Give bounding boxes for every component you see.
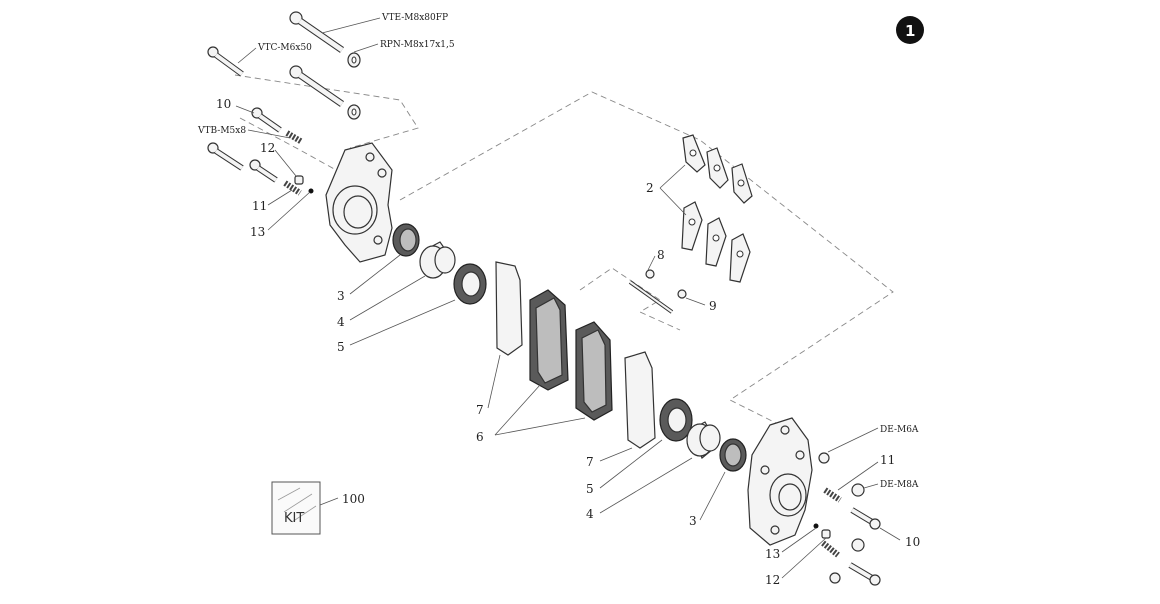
washer-right-small [829, 572, 841, 584]
kit-label: KIT [284, 511, 304, 526]
label-vtc: VTC-M6x50 [257, 43, 312, 53]
spring-11-right [823, 487, 842, 503]
washer-de-m8a-2 [851, 538, 865, 552]
label-de-m6a: DE-M6A [880, 425, 919, 435]
bolt-vte-bottom [289, 65, 344, 107]
washer-rpn-2 [347, 104, 361, 120]
bolt-10-lower [249, 159, 278, 183]
label-11-left: 11 [252, 199, 267, 213]
part-labels: VTE-M8x80FP VTC-M6x50 RPN-M8x17x1,5 VTB-… [197, 13, 920, 587]
spring-11-lower [283, 180, 302, 196]
label-2: 2 [646, 181, 654, 195]
label-rpn: RPN-M8x17x1,5 [380, 40, 455, 50]
caliper-body-left [325, 142, 393, 263]
pad-clip-2-e [705, 217, 727, 267]
brake-pad-6-back [575, 321, 613, 421]
label-12-right: 12 [765, 573, 780, 587]
pin-8 [628, 269, 674, 314]
leader-lines [235, 17, 901, 579]
label-100: 100 [342, 492, 365, 506]
bolt-vte-top [289, 11, 344, 53]
shim-7-right [624, 351, 656, 449]
label-3-left: 3 [337, 289, 345, 303]
label-9: 9 [709, 299, 717, 313]
clip-9 [677, 289, 687, 299]
bolt-vtb [207, 142, 244, 171]
label-vte: VTE-M8x80FP [381, 13, 448, 23]
bolt-10-left [251, 107, 282, 133]
label-12-left: 12 [260, 141, 275, 155]
label-4-left: 4 [337, 315, 345, 329]
washer-rpn-1 [347, 52, 361, 68]
label-13-right: 13 [765, 547, 780, 561]
bolt-10-right-upper [850, 507, 881, 530]
label-vtb: VTB-M5x8 [197, 126, 246, 136]
label-10-left: 10 [216, 97, 231, 111]
pad-clip-2-d [681, 201, 703, 251]
pad-clip-2-b [706, 147, 729, 189]
seal-3-right [719, 438, 747, 472]
spring-11-right-lower [821, 540, 840, 558]
oring-13-right [813, 523, 819, 529]
dust-seal-5-right [659, 398, 693, 442]
dust-seal-5-left [453, 263, 487, 305]
piston-4-left [419, 241, 456, 279]
label-5-left: 5 [337, 340, 345, 354]
piston-4-right [686, 421, 721, 459]
kit-box: KIT [271, 481, 321, 535]
brake-pad-6-front [529, 289, 569, 391]
screw-12-left [294, 175, 304, 185]
label-10-right: 10 [905, 535, 920, 549]
badge-number: 1 [905, 22, 915, 40]
bolt-10-right-lower [848, 562, 881, 586]
diagram-number-badge: 1 [896, 16, 924, 44]
bolt-vtc [207, 46, 244, 77]
label-7-right: 7 [586, 455, 594, 469]
label-6: 6 [476, 430, 484, 444]
assembly-outline [234, 74, 894, 441]
washer-de-m8a-1 [851, 483, 865, 497]
pad-clip-2-f [729, 233, 751, 283]
label-5-right: 5 [586, 482, 594, 496]
seal-3-left [392, 223, 420, 257]
label-4-right: 4 [586, 507, 594, 521]
label-11-right: 11 [880, 453, 895, 467]
label-3-right: 3 [689, 514, 697, 528]
shim-7-left [495, 261, 523, 356]
caliper-body-right [747, 417, 813, 546]
label-8: 8 [657, 248, 665, 262]
pad-clip-2-c [731, 163, 753, 204]
washer-de-m6a [818, 452, 830, 464]
spring-11-upper [285, 130, 304, 145]
label-de-m8a: DE-M8A [880, 480, 919, 490]
pad-clip-2-a [682, 134, 706, 173]
label-13-left: 13 [250, 225, 265, 239]
screw-12-right [821, 529, 831, 539]
label-7-left: 7 [476, 403, 484, 417]
